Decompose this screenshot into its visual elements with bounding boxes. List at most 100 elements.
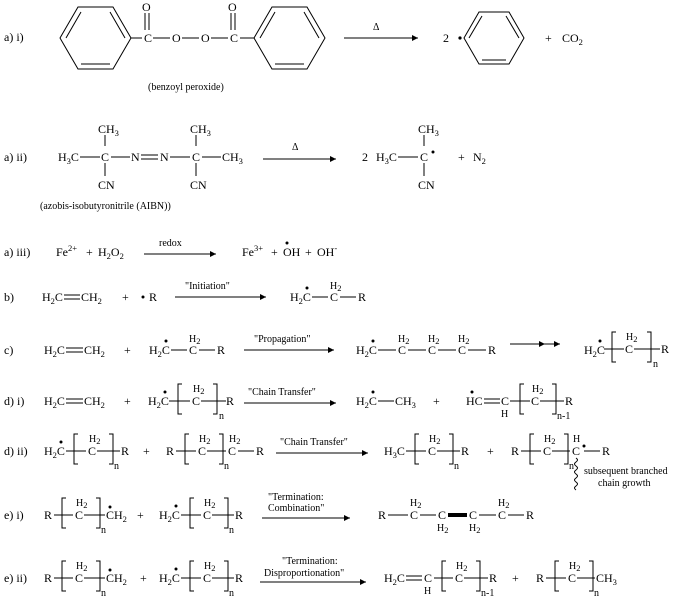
ethylene: H2C (44, 394, 65, 410)
repeat-n: n (219, 411, 224, 422)
row-label: d) i) (4, 394, 24, 408)
radical-dot (141, 295, 145, 299)
repeat-bracket-left (611, 331, 616, 363)
row-c: c) H2C CH2 + H2C H2 C R "Propagation" H2… (4, 331, 669, 370)
hydroxyl-radical: OH (283, 245, 301, 259)
repeat-bracket-left (61, 497, 66, 529)
ch-hydrogen: H (573, 434, 580, 445)
row-label: e) i) (4, 508, 24, 522)
ethylene: H2C (42, 290, 63, 306)
ch2-carbon: C (469, 508, 477, 522)
plus-sign: + (137, 508, 144, 522)
row-e-ii: e) ii) R H2 C n CH2 + H2C H2 C n R "Term… (4, 556, 617, 598)
ch2-carbon: C (455, 571, 463, 585)
plus-sign: + (433, 394, 440, 408)
plus-sign: + (86, 245, 93, 259)
vinyl-hydrogen: H (501, 409, 508, 420)
radical-dot (470, 390, 474, 394)
ethylene: CH2 (84, 394, 105, 410)
repeat-bracket-right (564, 433, 569, 465)
plus-sign: + (305, 245, 312, 259)
ch2-hydrogen: H2 (410, 498, 421, 510)
carbonyl-carbon: C (144, 31, 152, 45)
arrow-condition: "Termination: (282, 556, 338, 567)
ch2-hydrogen: H2 (204, 561, 215, 573)
radical-dot (305, 286, 309, 290)
vinyl-hydrogen: H (424, 586, 431, 597)
chain-R: R (378, 508, 386, 522)
carbonyl-oxygen: O (228, 0, 237, 14)
repeat-bracket-left (519, 383, 524, 415)
vinyl-carbon: C (424, 571, 432, 585)
ch2-hydrogen: H2 (204, 498, 215, 510)
radical-dot (108, 568, 112, 572)
chain-R: R (226, 394, 234, 408)
ch2-carbon: C (498, 508, 506, 522)
plus-sign: + (512, 571, 519, 585)
chain-R: R (602, 444, 610, 458)
repeat-n: n (653, 359, 658, 370)
chain-R: R (461, 444, 469, 458)
chain-R: R (488, 343, 496, 357)
ch2-hydrogen: H2 (330, 281, 341, 293)
azo-nitrogen: N (160, 150, 169, 164)
radical-ch2: H2C (44, 444, 65, 460)
plus-sign: + (271, 245, 278, 259)
coefficient: 2 (362, 150, 368, 164)
ch2-hydrogen: H2 (429, 434, 440, 446)
ch2-carbon: C (438, 508, 446, 522)
chain-R: R (44, 571, 52, 585)
chain-R: R (44, 508, 52, 522)
chain-R: R (511, 444, 519, 458)
ch2-hydrogen: H2 (532, 384, 543, 396)
ch2-hydrogen: H2 (626, 332, 637, 344)
repeat-n: n (101, 525, 106, 536)
ch2-hydrogen: H2 (76, 561, 87, 573)
carbonyl-oxygen: O (142, 0, 151, 14)
repeat-n: n (229, 525, 234, 536)
ch2-carbon: C (458, 343, 466, 357)
methyl-end: CH3 (596, 571, 617, 587)
co2-formula: CO2 (562, 31, 583, 47)
branch-wavy-bond (574, 457, 578, 491)
repeat-n: n (229, 588, 234, 598)
ch2-carbon: C (189, 343, 197, 357)
ch2-carbon: C (410, 508, 418, 522)
arrow-condition: Δ (292, 142, 299, 153)
ch2-carbon: C (428, 343, 436, 357)
fe3-ion: Fe3+ (242, 243, 263, 259)
ch2-carbon: C (203, 508, 211, 522)
radical-R: R (149, 290, 157, 304)
ch2-hydrogen: H2 (193, 384, 204, 396)
radical-ch2: H2C (159, 508, 180, 524)
arrow-condition: Δ (373, 22, 380, 33)
vinyl-end: H2C (384, 571, 405, 587)
chain-R: R (661, 342, 669, 356)
plus-sign: + (122, 290, 129, 304)
coefficient: 2 (443, 31, 449, 45)
benzene-ring-left (59, 6, 132, 70)
radical-ch2: H2C (356, 343, 377, 359)
radical-dot (371, 339, 375, 343)
methyl-group: CH3 (190, 122, 211, 138)
ethylene: CH2 (84, 343, 105, 359)
radical-ch2: CH2 (106, 508, 127, 524)
nitrile-group: CN (190, 178, 207, 192)
ch2-hydrogen: H2 (76, 498, 87, 510)
radical-dot (108, 505, 112, 509)
chain-R: R (235, 571, 243, 585)
arrow-condition: "Chain Transfer" (248, 387, 316, 398)
repeat-n-minus-1: n-1 (557, 411, 570, 422)
radical-dot (164, 339, 168, 343)
ch2-carbon: C (198, 444, 206, 458)
row-d-ii: d) ii) H2C H2 C n R + R H2 C n H2 C R "C… (4, 433, 668, 491)
plus-sign: + (143, 444, 150, 458)
repeat-n: n (224, 461, 229, 472)
ch2-carbon: C (568, 571, 576, 585)
ch2-hydrogen: H2 (89, 434, 100, 446)
branch-note: subsequent branched (584, 466, 668, 477)
row-a-i: a) i) C O O O C O (benzoyl peroxide) (4, 0, 583, 93)
ch2-carbon: C (330, 290, 338, 304)
chain-R: R (565, 394, 573, 408)
row-label: c) (4, 343, 13, 357)
